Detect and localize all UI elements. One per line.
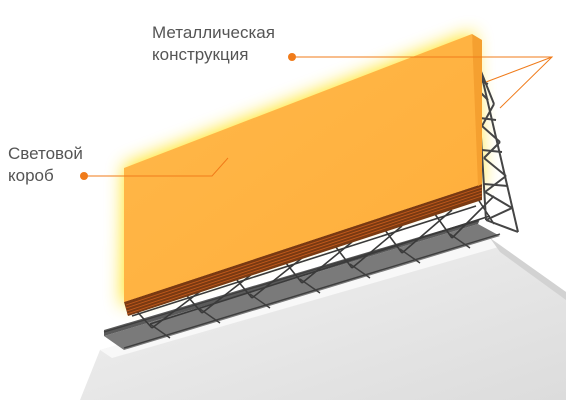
leader-line-lightbox <box>84 157 229 177</box>
callout-dot-lightbox <box>80 172 88 180</box>
label-light-box: Световой короб <box>8 143 83 187</box>
label-metal-structure: Металлическая конструкция <box>152 22 275 66</box>
label-metal-structure-line1: Металлическая <box>152 23 275 42</box>
label-light-box-line1: Световой <box>8 144 83 163</box>
light-box-side <box>472 34 482 186</box>
building-roof <box>80 238 566 400</box>
label-light-box-line2: короб <box>8 166 54 185</box>
light-box-face <box>124 34 482 302</box>
callout-dot-metal <box>288 53 296 61</box>
callout-leaders <box>84 56 554 177</box>
label-metal-structure-line2: конструкция <box>152 45 249 64</box>
